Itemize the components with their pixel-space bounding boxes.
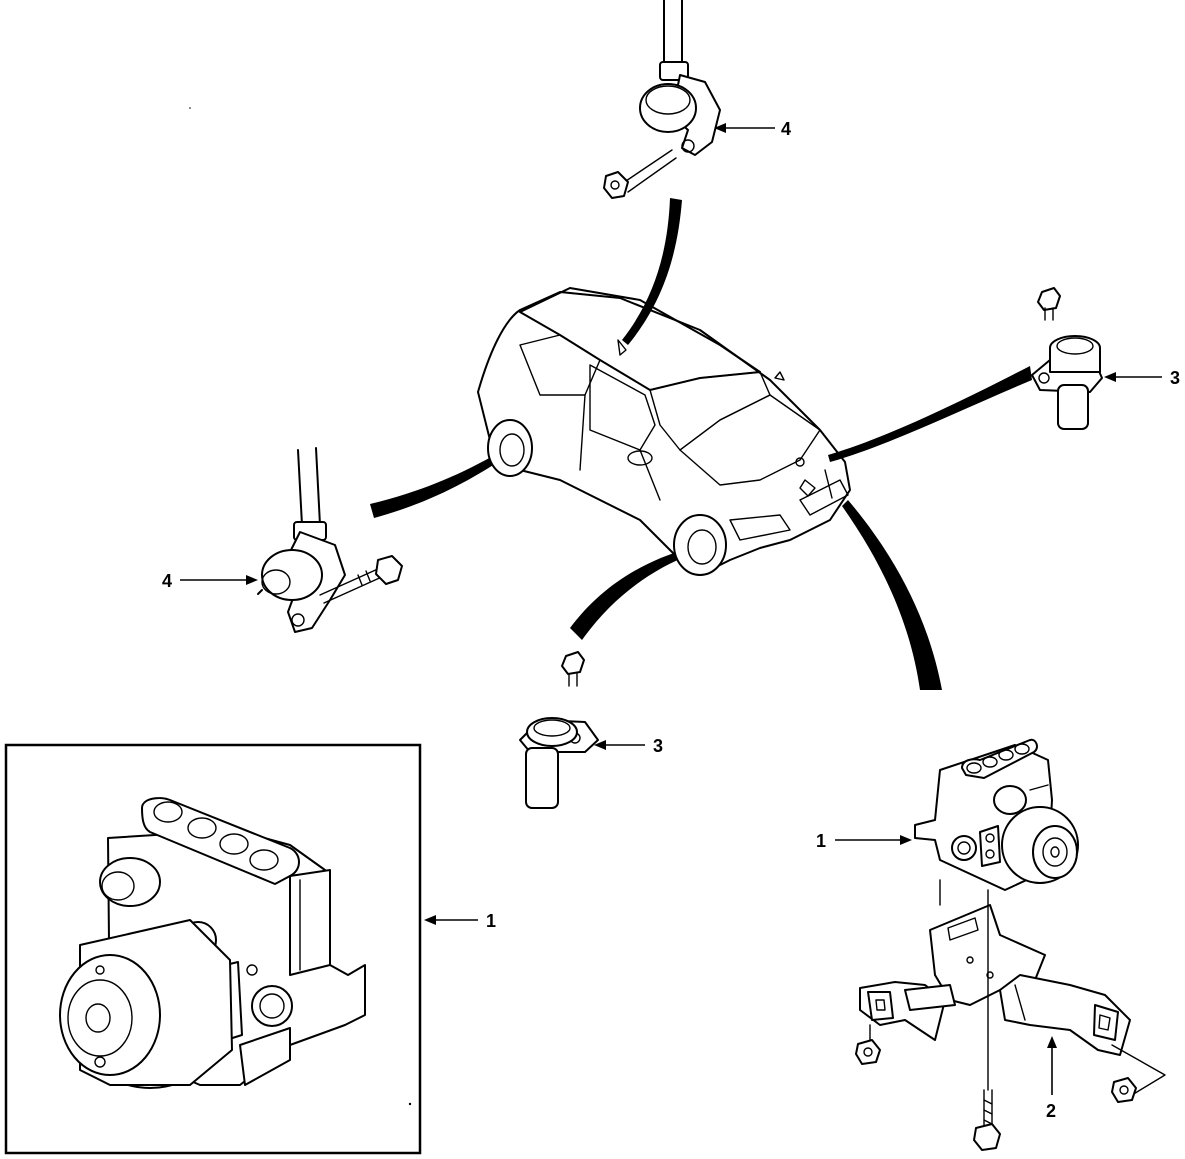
modulator-bracket	[855, 889, 1166, 1151]
speck	[408, 1102, 412, 1106]
callout-label-bottom-sensor: 3	[653, 736, 663, 756]
swoosh-bottom-right	[842, 500, 942, 690]
swoosh-bottom-left	[570, 548, 692, 640]
swoosh-top	[622, 198, 682, 345]
vehicle-illustration	[477, 287, 851, 576]
swoosh-right	[828, 366, 1032, 462]
callout-bottom-sensor: 3	[594, 736, 663, 756]
rear-wheel	[487, 419, 533, 477]
abs-modulator-right	[914, 738, 1079, 906]
callout-label-left-sensor: 4	[162, 571, 172, 591]
wheel-speed-sensor-top	[603, 0, 721, 199]
callout-label-bracket: 2	[1046, 1101, 1056, 1121]
callout-bracket: 2	[1046, 1036, 1057, 1121]
callout-label-right-sensor: 3	[1170, 368, 1180, 388]
front-wheel	[673, 514, 727, 576]
callout-top-sensor: 4	[714, 119, 791, 139]
callout-left-sensor: 4	[162, 571, 258, 591]
callout-label-top-sensor: 4	[781, 119, 791, 139]
callout-right-sensor: 3	[1104, 368, 1180, 388]
callout-label-modulator-right: 1	[816, 831, 826, 851]
inset-frame	[4, 743, 422, 1155]
swoosh-left	[370, 452, 504, 518]
abs-modulator-inset	[59, 797, 366, 1089]
speck	[189, 107, 191, 109]
callout-label-modulator-inset: 1	[486, 911, 496, 931]
wheel-speed-sensor-bottom	[519, 651, 599, 809]
wheel-speed-sensor-right	[1031, 287, 1103, 430]
wheel-speed-sensor-left	[257, 447, 403, 633]
callout-modulator-right: 1	[816, 831, 912, 851]
leader-swooshes	[370, 198, 1032, 690]
callout-modulator-inset: 1	[424, 911, 496, 931]
